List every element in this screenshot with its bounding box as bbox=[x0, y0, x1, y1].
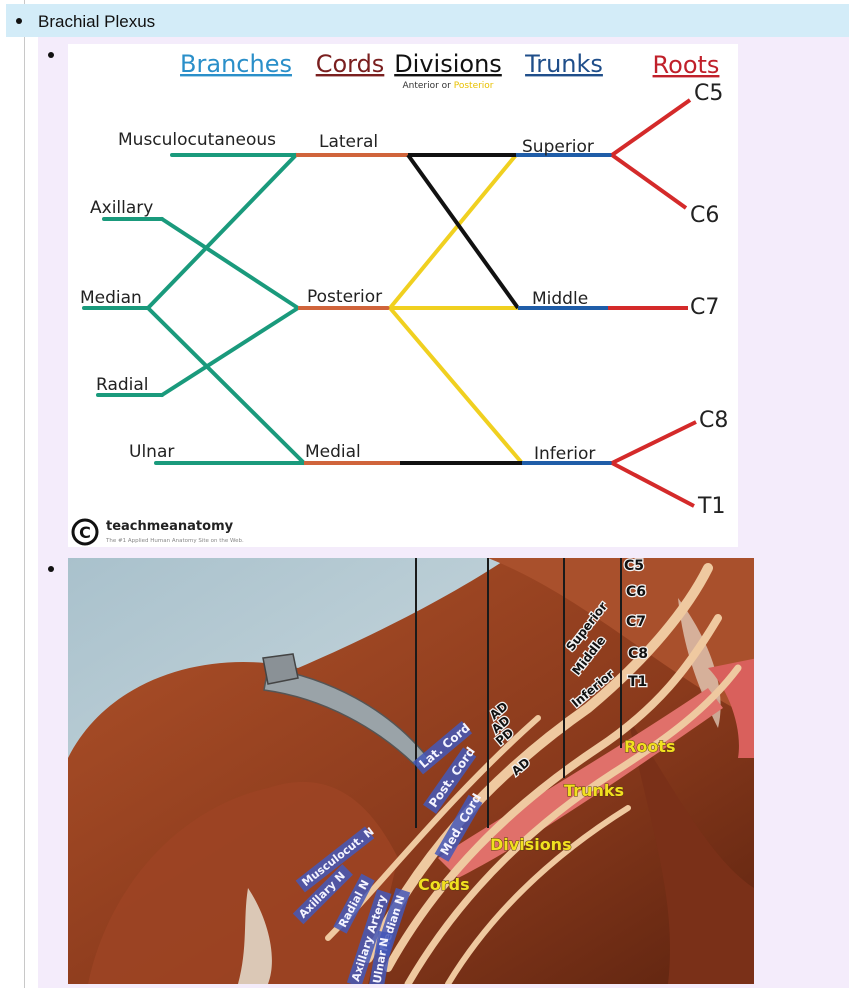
photo-label-c6: C6 bbox=[626, 584, 646, 600]
header-branches: Branches bbox=[180, 50, 292, 78]
header-roots: Roots bbox=[653, 51, 720, 79]
photo-label-t1: T1 bbox=[628, 674, 647, 690]
credit-name: teachmeanatomy bbox=[106, 519, 234, 534]
svg-text:C: C bbox=[79, 523, 91, 542]
bullet-icon[interactable] bbox=[48, 566, 54, 572]
brachial-plexus-diagram[interactable]: Branches Cords Divisions Trunks Roots An… bbox=[68, 44, 738, 547]
header-divisions: Divisions bbox=[394, 50, 502, 78]
credit-tagline: The #1 Applied Human Anatomy Site on the… bbox=[105, 538, 244, 544]
copyright-icon: C bbox=[71, 518, 99, 546]
level-guide-lines bbox=[415, 558, 622, 828]
label-musculocutaneous: Musculocutaneous bbox=[118, 130, 276, 150]
dissection-photo[interactable]: C5 C6 C7 C8 T1 Superior Middle Inferior … bbox=[68, 558, 754, 984]
label-posterior: Posterior bbox=[307, 287, 382, 307]
label-t1: T1 bbox=[697, 494, 725, 519]
photo-label-c8: C8 bbox=[628, 646, 648, 662]
trunk-lines bbox=[516, 153, 612, 465]
label-lateral: Lateral bbox=[319, 132, 378, 152]
posterior-division-lines bbox=[388, 153, 524, 465]
photo-label-c5: C5 bbox=[624, 558, 644, 574]
page-title[interactable]: Brachial Plexus bbox=[38, 12, 156, 31]
label-median: Median bbox=[80, 288, 142, 308]
label-superior: Superior bbox=[522, 137, 594, 157]
label-c5: C5 bbox=[694, 81, 723, 106]
header-cords: Cords bbox=[316, 50, 385, 78]
header-trunks: Trunks bbox=[524, 50, 603, 78]
label-axillary: Axillary bbox=[90, 198, 153, 218]
label-c6: C6 bbox=[690, 203, 719, 228]
outline-node-header[interactable]: Brachial Plexus bbox=[6, 4, 849, 37]
photo-label-divisions: Divisions bbox=[490, 835, 572, 854]
label-radial: Radial bbox=[96, 375, 149, 395]
label-c7: C7 bbox=[690, 295, 719, 320]
photo-label-c7: C7 bbox=[626, 614, 646, 630]
branch-lines bbox=[82, 153, 306, 465]
bullet-icon[interactable] bbox=[48, 52, 54, 58]
label-medial: Medial bbox=[305, 442, 361, 462]
photo-label-trunks: Trunks bbox=[564, 781, 624, 800]
tree-guide-line bbox=[24, 0, 25, 4]
label-inferior: Inferior bbox=[534, 444, 595, 464]
label-c8: C8 bbox=[699, 408, 728, 433]
divisions-subtitle: Anterior or Posterior bbox=[402, 81, 493, 91]
cord-lines bbox=[296, 153, 408, 465]
root-lines bbox=[608, 98, 697, 508]
label-middle: Middle bbox=[532, 289, 588, 309]
photo-label-roots: Roots bbox=[624, 737, 675, 756]
tree-guide-line bbox=[24, 37, 849, 988]
bullet-icon[interactable] bbox=[16, 18, 22, 24]
photo-label-cords: Cords bbox=[418, 875, 470, 894]
anterior-division-lines bbox=[400, 153, 522, 465]
label-ulnar: Ulnar bbox=[129, 442, 174, 462]
